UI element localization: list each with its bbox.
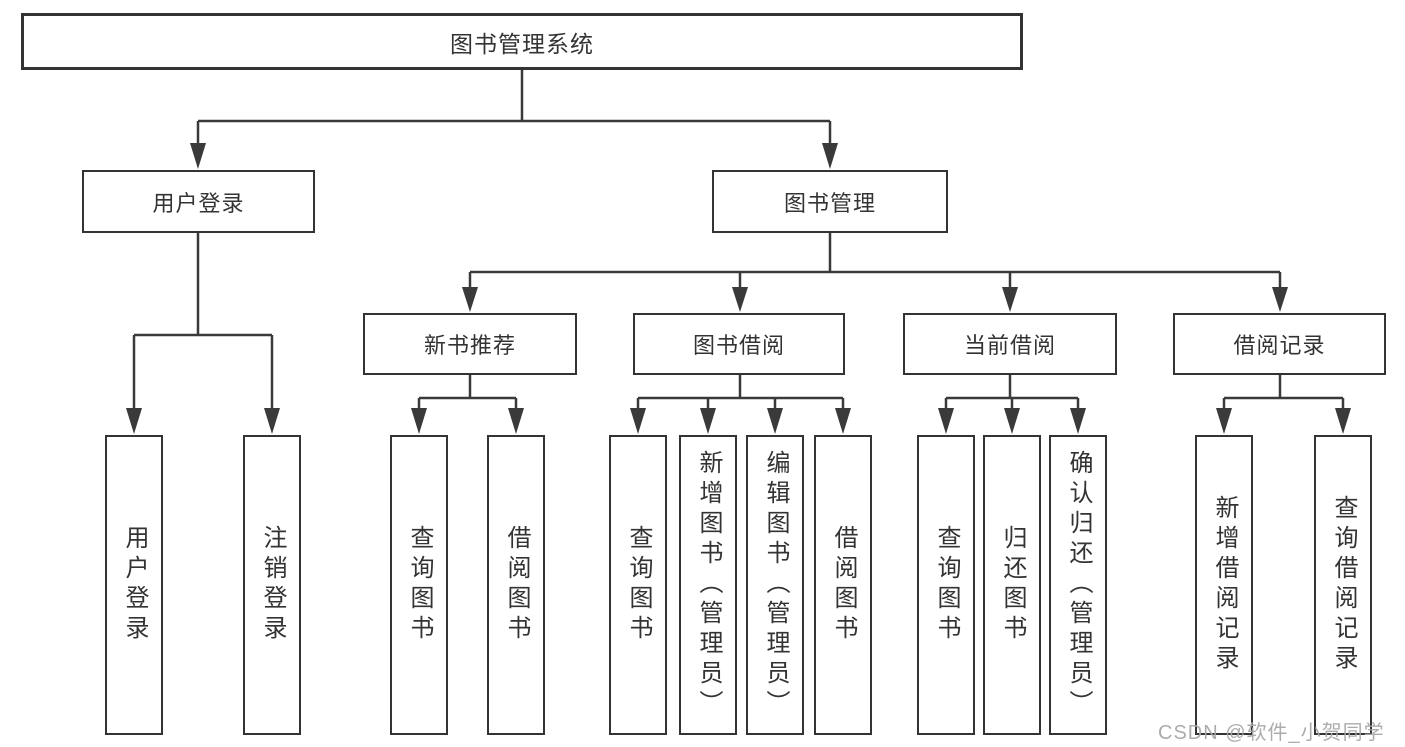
node-label: 注销登录 xyxy=(259,525,286,645)
node-label: 查询借阅记录 xyxy=(1330,495,1357,675)
connector-root-to-level2 xyxy=(196,69,832,145)
leaf-user-login: 用户登录 xyxy=(105,435,163,735)
arrow-down-icon xyxy=(1002,287,1018,312)
leaf-return-book: 归还图书 xyxy=(983,435,1041,735)
node-user-login: 用户登录 xyxy=(82,170,315,233)
connector-userlogin-to-leaves xyxy=(132,233,274,410)
node-label: 查询图书 xyxy=(406,525,433,645)
arrow-down-icon xyxy=(126,408,142,434)
node-label: 图书借阅 xyxy=(692,333,785,358)
connector-bookmgmt-to-level3 xyxy=(468,233,1282,289)
node-label: 当前借阅 xyxy=(963,333,1056,358)
arrow-down-icon xyxy=(1070,408,1086,434)
arrow-down-icon xyxy=(264,408,280,434)
connector-currentborrow-to-leaves xyxy=(944,375,1080,410)
node-current-borrow: 当前借阅 xyxy=(903,313,1117,375)
leaf-query-book-1: 查询图书 xyxy=(390,435,448,735)
node-label: 借阅图书 xyxy=(830,525,857,645)
leaf-query-borrow-record: 查询借阅记录 xyxy=(1314,435,1372,735)
node-label: 图书管理系统 xyxy=(450,30,594,57)
arrow-down-icon xyxy=(411,408,427,434)
leaf-borrow-book-1: 借阅图书 xyxy=(487,435,545,735)
arrow-down-icon xyxy=(1216,408,1232,434)
node-label: 查询图书 xyxy=(625,525,652,645)
leaf-confirm-return-admin: 确认归还（管理员） xyxy=(1049,435,1107,735)
arrow-down-icon xyxy=(630,408,646,434)
node-book-management: 图书管理 xyxy=(712,170,948,233)
node-label: 用户登录 xyxy=(152,190,245,216)
arrow-down-icon xyxy=(938,408,954,434)
node-label: 借阅图书 xyxy=(503,525,530,645)
connector-borrowrecord-to-leaves xyxy=(1222,375,1345,410)
arrow-down-icon xyxy=(835,408,851,434)
node-root-system: 图书管理系统 xyxy=(21,13,1023,70)
arrow-down-icon xyxy=(1004,408,1020,434)
arrow-down-icon xyxy=(732,287,748,312)
node-label: 新增借阅记录 xyxy=(1211,495,1238,675)
arrow-down-icon xyxy=(767,408,783,434)
node-label: 用户登录 xyxy=(121,525,148,645)
leaf-add-book-admin: 新增图书（管理员） xyxy=(679,435,737,735)
node-label: 查询图书 xyxy=(933,525,960,645)
node-label: 借阅记录 xyxy=(1233,333,1326,358)
arrow-down-icon xyxy=(1272,287,1288,312)
arrow-down-icon xyxy=(1335,408,1351,434)
arrowheads xyxy=(126,143,1351,434)
node-label: 图书管理 xyxy=(783,190,876,216)
node-new-book-recommend: 新书推荐 xyxy=(363,313,577,375)
node-label: 编辑图书（管理员） xyxy=(762,450,789,720)
arrow-down-icon xyxy=(700,408,716,434)
leaf-logout: 注销登录 xyxy=(243,435,301,735)
leaf-add-borrow-record: 新增借阅记录 xyxy=(1195,435,1253,735)
connector-bookborrow-to-leaves xyxy=(636,375,845,410)
node-book-borrow: 图书借阅 xyxy=(633,313,845,375)
watermark: CSDN @软件_小贺同学 xyxy=(1158,722,1385,744)
node-label: 新增图书（管理员） xyxy=(695,450,722,720)
arrow-down-icon xyxy=(190,143,206,169)
leaf-query-book-2: 查询图书 xyxy=(609,435,667,735)
leaf-query-book-3: 查询图书 xyxy=(917,435,975,735)
node-label: 确认归还（管理员） xyxy=(1065,450,1092,720)
node-label: 归还图书 xyxy=(999,525,1026,645)
arrow-down-icon xyxy=(508,408,524,434)
arrow-down-icon xyxy=(462,287,478,312)
arrow-down-icon xyxy=(822,143,838,169)
node-borrow-record: 借阅记录 xyxy=(1173,313,1386,375)
node-label: 新书推荐 xyxy=(423,333,516,358)
leaf-edit-book-admin: 编辑图书（管理员） xyxy=(746,435,804,735)
leaf-borrow-book-2: 借阅图书 xyxy=(814,435,872,735)
connector-newbook-to-leaves xyxy=(417,375,518,410)
